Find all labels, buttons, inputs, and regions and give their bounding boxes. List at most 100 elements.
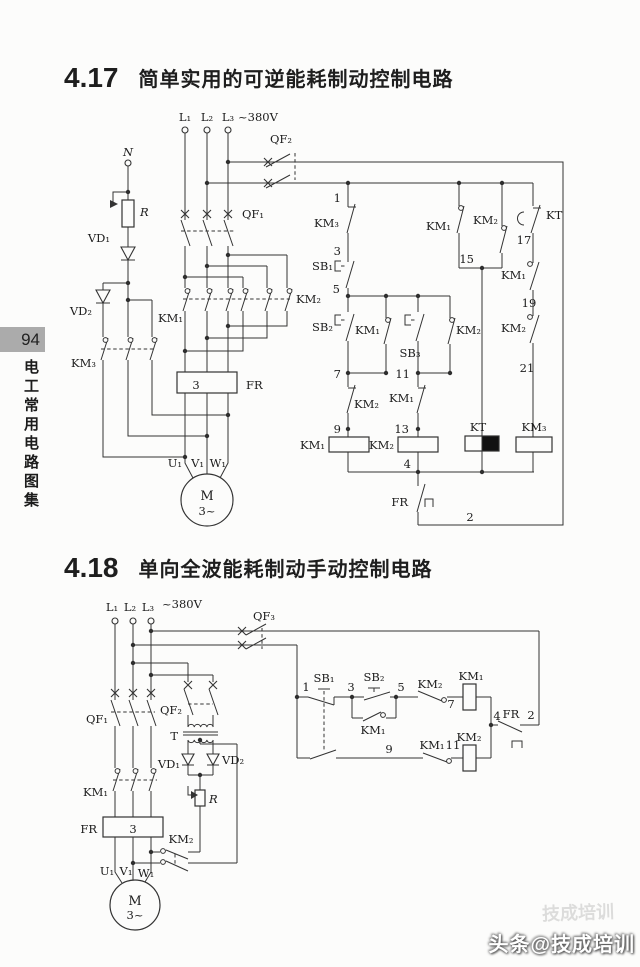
terminal-L1 <box>181 126 189 134</box>
label-KM1-coil: KM₁ <box>300 438 325 452</box>
resistor-R <box>121 199 135 228</box>
label-QF1: QF₁ <box>242 207 264 221</box>
motor-418 <box>109 879 161 931</box>
label-L2: L₂ <box>201 110 213 124</box>
label-SB2-418: SB₂ <box>364 670 385 684</box>
label-380v-418: ~380V <box>162 597 203 611</box>
label-N: N <box>122 145 134 159</box>
book-title-vertical: 电工常用电路图集 <box>22 359 40 511</box>
label-n1-418: 1 <box>302 680 309 694</box>
diode-VD1-418 <box>181 753 195 767</box>
label-U1: U₁ <box>168 456 182 470</box>
kt-delay-arc <box>517 211 525 226</box>
label-V1: V₁ <box>190 456 204 470</box>
label-KM1-main-418: KM₁ <box>83 785 108 799</box>
label-U1-418: U₁ <box>100 864 114 878</box>
label-L1: L₁ <box>179 110 191 124</box>
label-KM1-no-418: KM₁ <box>420 738 445 752</box>
label-n21: 21 <box>520 361 535 375</box>
label-FR-ctl-418: FR <box>503 707 520 721</box>
coil-KM2-418 <box>462 744 477 772</box>
section-418-title: 单向全波能耗制动手动控制电路 <box>138 559 433 581</box>
label-VD1: VD₁ <box>87 231 110 245</box>
section-417-number: 4.17 <box>64 62 119 93</box>
label-FR3-418: 3 <box>129 822 136 836</box>
label-KM1-nc: KM₁ <box>501 268 526 282</box>
label-FR-main: FR <box>246 378 263 392</box>
watermark: 头条@技成培训 <box>488 934 635 956</box>
label-KM3-main: KM₃ <box>71 356 96 370</box>
circuit-417: L₁ L₂ L₃ ~380V N QF₂ QF₁ R VD₁ VD₂ KM₃ K… <box>69 110 564 527</box>
label-n11-418: 11 <box>446 738 461 752</box>
label-n17: 17 <box>517 233 532 247</box>
coil-KT-black-half <box>481 435 500 452</box>
label-KM3-coil: KM₃ <box>522 420 547 434</box>
label-SB3: SB₃ <box>400 346 421 360</box>
section-418-heading: 4.18 单向全波能耗制动手动控制电路 <box>64 554 433 582</box>
label-n4-418: 4 <box>493 709 500 723</box>
terminal-L2 <box>203 126 211 134</box>
label-n3-418: 3 <box>347 680 354 694</box>
label-KM1-coil-418: KM₁ <box>459 669 484 683</box>
thermal-relay-FR-box <box>176 371 238 394</box>
coil-KM1-418 <box>462 683 477 711</box>
label-KM2-par: KM₂ <box>473 213 498 227</box>
label-V1-418: V₁ <box>119 864 133 878</box>
label-n2: 2 <box>466 510 473 524</box>
label-M3: 3~ <box>199 504 216 518</box>
label-L2-418: L₂ <box>124 600 136 614</box>
label-M3-418: 3~ <box>127 908 144 922</box>
label-KM1-par: KM₁ <box>426 219 451 233</box>
label-M: M <box>200 489 213 504</box>
label-L3: L₃ <box>222 110 235 124</box>
diode-VD2 <box>95 289 111 305</box>
thermal-relay-FR-box-418 <box>102 816 164 838</box>
motor-417 <box>180 473 234 527</box>
terminal-N <box>124 159 132 167</box>
label-VD2: VD₂ <box>69 304 92 318</box>
diode-VD2-418 <box>206 753 220 767</box>
label-T: T <box>170 729 178 743</box>
label-n13: 13 <box>394 422 409 436</box>
label-VD2-418: VD₂ <box>221 753 244 767</box>
label-n3: 3 <box>334 244 341 258</box>
label-KM2-coil: KM₂ <box>369 438 394 452</box>
section-417-heading: 4.17 简单实用的可逆能耗制动控制电路 <box>64 64 454 92</box>
label-KM2-interlock: KM₂ <box>354 397 379 411</box>
label-R: R <box>139 205 149 219</box>
label-KM2-coil-418: KM₂ <box>457 730 482 744</box>
label-n1: 1 <box>334 191 341 205</box>
page-number-box: 94 <box>0 327 45 352</box>
label-VD1-418: VD₁ <box>157 757 180 771</box>
label-SB1-418: SB₁ <box>314 671 335 685</box>
terminal-L3-418 <box>147 617 155 625</box>
label-KM2-brake: KM₂ <box>169 832 194 846</box>
label-n7: 7 <box>334 367 341 381</box>
section-418-number: 4.18 <box>64 552 119 583</box>
transformer-primary <box>187 723 214 728</box>
label-R-418: R <box>208 792 218 806</box>
label-QF2-418: QF₂ <box>160 703 182 717</box>
label-FR-main-418: FR <box>80 822 97 836</box>
label-KM3-aux: KM₃ <box>314 216 339 230</box>
rheostat-arrow <box>110 200 118 208</box>
label-KM2-selfhold: KM₂ <box>456 323 481 337</box>
label-n11: 11 <box>395 367 410 381</box>
label-n9: 9 <box>334 422 341 436</box>
resistor-R-418 <box>194 789 206 807</box>
label-L3-418: L₃ <box>142 600 155 614</box>
coil-KM1 <box>328 436 370 453</box>
label-KM2-nc: KM₂ <box>501 321 526 335</box>
label-n9-418: 9 <box>385 742 392 756</box>
label-QF1-418: QF₁ <box>86 712 108 726</box>
label-QF2: QF₂ <box>270 132 292 146</box>
label-FR-3: 3 <box>192 378 199 392</box>
label-n5-418: 5 <box>397 680 404 694</box>
label-W1: W₁ <box>210 456 226 470</box>
label-W1-418: W₁ <box>138 866 154 880</box>
label-KM1-interlock: KM₁ <box>389 391 414 405</box>
terminal-L2-418 <box>129 617 137 625</box>
circuit-418: L₁ L₂ L₃ ~380V QF₃ QF₁ QF₂ T VD₁ VD₂ R K… <box>80 597 540 931</box>
